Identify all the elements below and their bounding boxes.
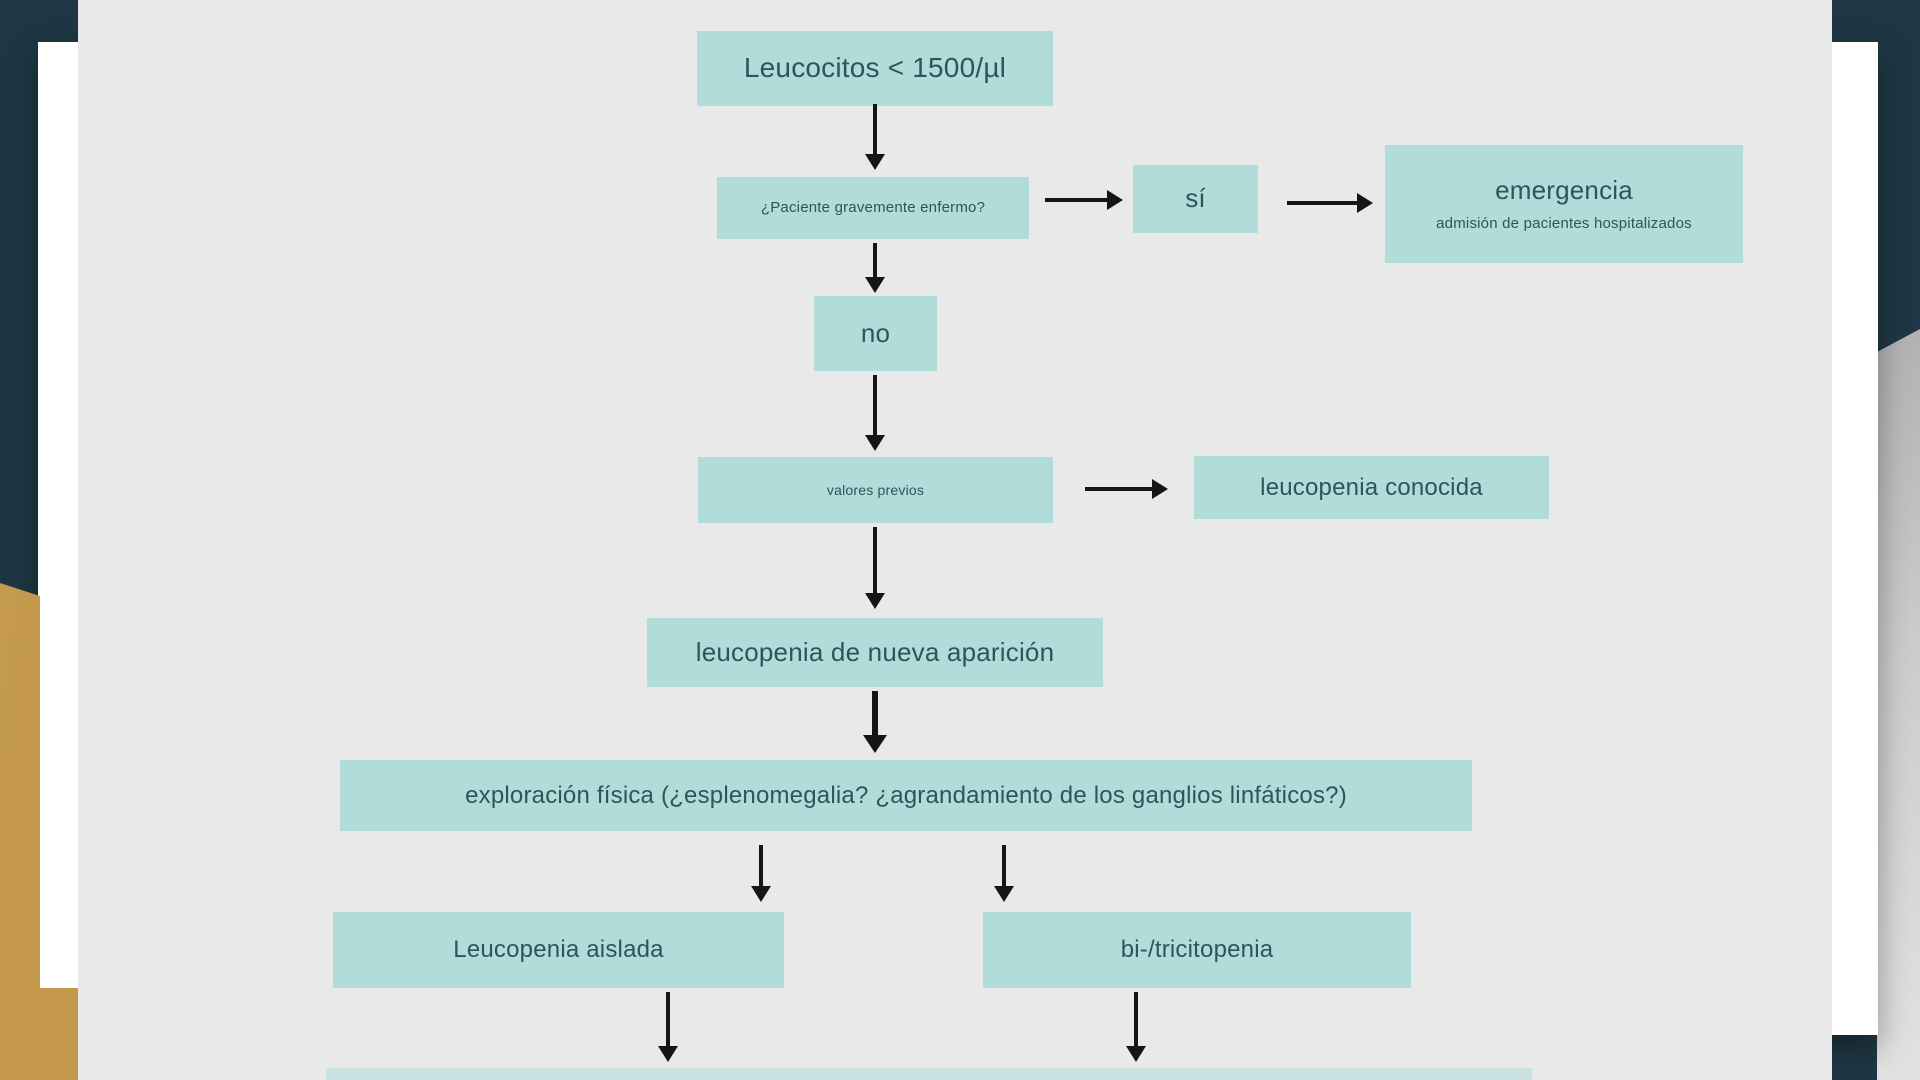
flow-arrow-down-5 [864,691,886,753]
node-no-label: no [860,317,891,348]
flow-arrow-down-9 [1125,992,1147,1062]
flow-arrow-down-6 [750,845,772,902]
flow-arrow-down-3 [864,375,886,451]
flow-arrow-right-paciente-si [1045,189,1123,211]
node-paciente-label: ¿Paciente gravemente enfermo? [760,199,986,217]
node-leucocitos-label: Leucocitos < 1500/µl [743,52,1007,84]
node-no: no [814,296,937,371]
desktop-navy-triangle [1877,0,1920,352]
flow-arrow-down-1 [864,104,886,170]
node-bitri-label: bi-/tricitopenia [1120,936,1274,964]
flow-arrow-down-7 [993,845,1015,902]
node-emergencia-title: emergencia [1495,174,1633,205]
flow-arrow-right-si-emergencia [1287,192,1373,214]
node-leucopenia-conocida: leucopenia conocida [1194,456,1549,519]
node-si: sí [1133,165,1258,233]
desktop-right-margin [1877,0,1920,1080]
node-exploracion-fisica: exploración física (¿esplenomegalia? ¿ag… [340,760,1472,831]
node-aislada-label: Leucopenia aislada [453,936,664,964]
node-emergencia-subtitle: admisión de pacientes hospitalizados [1436,214,1692,232]
node-conocida-label: leucopenia conocida [1260,473,1483,501]
flow-arrow-down-2 [864,243,886,293]
flow-arrow-down-4 [864,527,886,609]
flow-arrow-down-8 [657,992,679,1062]
node-leucopenia-nueva-aparicion: leucopenia de nueva aparición [647,618,1103,687]
node-leucocitos: Leucocitos < 1500/µl [697,31,1053,106]
node-valores-previos: valores previos [698,457,1053,523]
node-bi-tricitopenia: bi-/tricitopenia [983,912,1411,988]
node-valores-label: valores previos [826,481,925,498]
node-paciente-gravemente-enfermo: ¿Paciente gravemente enfermo? [717,177,1029,239]
node-leucopenia-aislada: Leucopenia aislada [333,912,784,988]
node-emergencia: emergencia admisión de pacientes hospita… [1385,145,1743,263]
node-nueva-label: leucopenia de nueva aparición [695,636,1055,667]
node-si-label: sí [1185,183,1206,214]
node-exploracion-label: exploración física (¿esplenomegalia? ¿ag… [465,781,1347,809]
node-bottom-cutoff [326,1068,1532,1080]
flowchart-canvas: Leucocitos < 1500/µl ¿Paciente gravement… [78,0,1832,1080]
flow-arrow-right-valores-conocida [1085,478,1168,500]
